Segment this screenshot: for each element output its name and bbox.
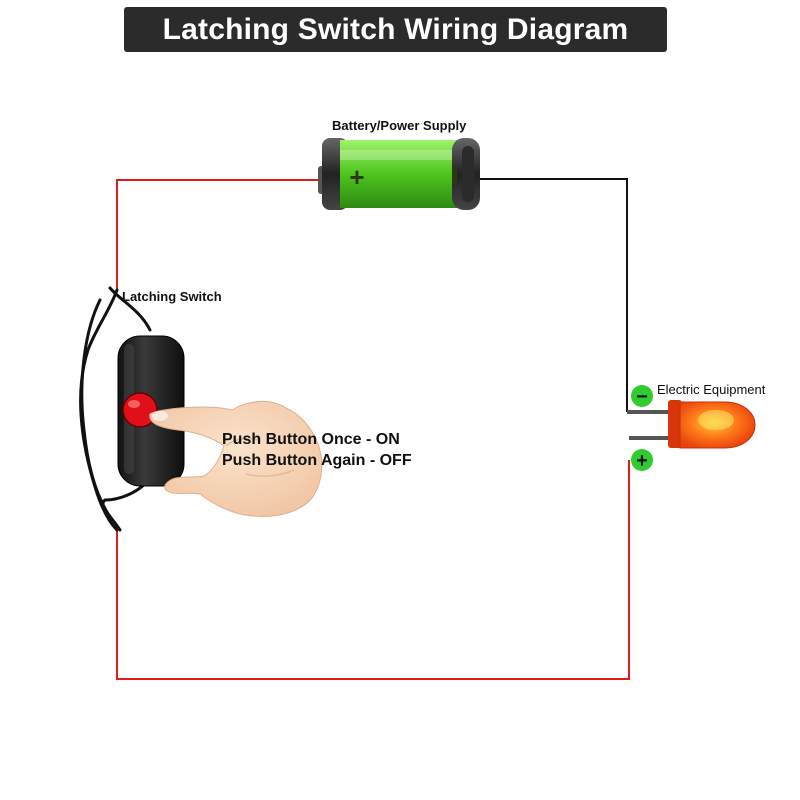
wire-battery-to-switch [116, 179, 322, 290]
positive-wire [116, 179, 630, 680]
switch-cable [79, 286, 152, 532]
latching-switch[interactable] [117, 335, 185, 487]
battery-body [340, 140, 458, 208]
wire-switch-to-equipment [116, 460, 630, 680]
svg-text:+: + [636, 450, 648, 472]
battery-positive-symbol: + [349, 162, 364, 192]
pointing-hand-icon [149, 401, 323, 517]
led-leads [627, 410, 675, 440]
battery: + [318, 138, 480, 210]
switch-label: Latching Switch [122, 289, 222, 304]
wire-battery-to-equipment [480, 178, 628, 412]
instruction-line-2: Push Button Again - OFF [222, 452, 412, 469]
battery-negative-symbol [452, 168, 457, 184]
negative-wire [480, 178, 628, 412]
electric-equipment-led [668, 400, 756, 449]
diagram-title: Latching Switch Wiring Diagram [162, 13, 629, 46]
svg-text:−: − [636, 386, 648, 408]
instruction-line-1: Push Button Once - ON [222, 431, 400, 448]
negative-terminal-marker: − [631, 385, 653, 408]
title-banner: Latching Switch Wiring Diagram [124, 7, 667, 52]
equipment-label: Electric Equipment [657, 382, 766, 397]
battery-label: Battery/Power Supply [332, 118, 467, 133]
positive-terminal-marker: + [631, 449, 653, 472]
